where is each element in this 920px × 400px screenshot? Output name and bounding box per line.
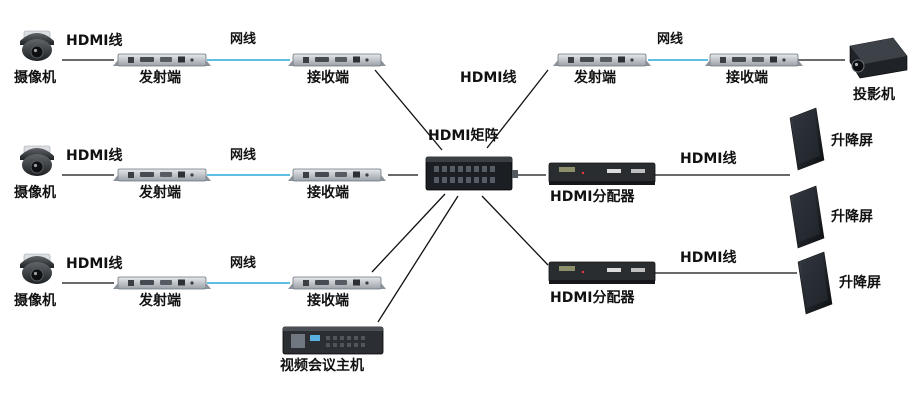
- network-cable-1-label: 网线: [230, 32, 257, 47]
- lift-screen-2-label: 升降屏: [831, 209, 873, 225]
- camera-1-label: 摄像机: [14, 70, 56, 86]
- hdmi-cable-1-label: HDMI线: [66, 33, 123, 49]
- splitter-2-label: HDMI分配器: [550, 290, 635, 306]
- matrix-to-tx4-line: [486, 69, 549, 149]
- network-lines: [207, 59, 708, 284]
- lift-screen-3-icon: [797, 251, 833, 315]
- conference-host-label: 视频会议主机: [280, 358, 364, 374]
- hdmi-cable-6-label: HDMI线: [680, 250, 737, 266]
- rx1-to-matrix-line: [374, 69, 443, 151]
- conference-host-device: [282, 326, 384, 355]
- lift-screen-3-label: 升降屏: [839, 275, 881, 291]
- projector-label: 投影机: [853, 87, 895, 103]
- transmitter-3-label: 发射端: [139, 293, 181, 309]
- transmitter-1-device: [112, 53, 212, 67]
- host-to-matrix-line: [377, 195, 459, 323]
- hdmi-matrix-device: [425, 156, 518, 191]
- network-cable-4-label: 网线: [657, 32, 684, 47]
- transmitter-1-label: 发射端: [139, 70, 181, 86]
- network-cable-3-label: 网线: [230, 256, 257, 271]
- hdmi-splitter-2-device: [548, 261, 656, 285]
- hdmi-cable-5-label: HDMI线: [680, 151, 737, 167]
- hdmi-cable-3-label: HDMI线: [66, 256, 123, 272]
- transmitter-4-label: 发射端: [574, 70, 616, 86]
- projector-icon: [849, 37, 908, 79]
- camera-2-icon: [19, 145, 55, 177]
- camera-1-icon: [19, 30, 55, 62]
- matrix-label: HDMI矩阵: [428, 128, 499, 144]
- receiver-1-label: 接收端: [307, 70, 349, 86]
- receiver-2-label: 接收端: [307, 185, 349, 201]
- transmitter-3-device: [112, 276, 212, 290]
- lift-screen-2-icon: [789, 185, 825, 249]
- matrix-to-splitter2-line: [481, 195, 549, 266]
- camera-3-label: 摄像机: [14, 293, 56, 309]
- camera-2-label: 摄像机: [14, 185, 56, 201]
- hdmi-cable-4-label: HDMI线: [460, 70, 517, 86]
- receiver-2-device: [287, 168, 387, 182]
- transmitter-4-device: [552, 53, 652, 67]
- rx3-to-matrix-line: [371, 193, 446, 273]
- lift-screen-1-icon: [789, 107, 825, 171]
- transmitter-2-label: 发射端: [139, 185, 181, 201]
- receiver-4-label: 接收端: [726, 70, 768, 86]
- hdmi-cable-2-label: HDMI线: [66, 148, 123, 164]
- receiver-4-device: [704, 53, 804, 67]
- camera-3-icon: [19, 253, 55, 285]
- receiver-3-label: 接收端: [307, 293, 349, 309]
- hdmi-splitter-1-device: [548, 162, 656, 186]
- network-cable-2-label: 网线: [230, 148, 257, 163]
- receiver-3-device: [287, 276, 387, 290]
- splitter-1-label: HDMI分配器: [550, 189, 635, 205]
- transmitter-2-device: [112, 168, 212, 182]
- receiver-1-device: [287, 53, 387, 67]
- lift-screen-1-label: 升降屏: [831, 133, 873, 149]
